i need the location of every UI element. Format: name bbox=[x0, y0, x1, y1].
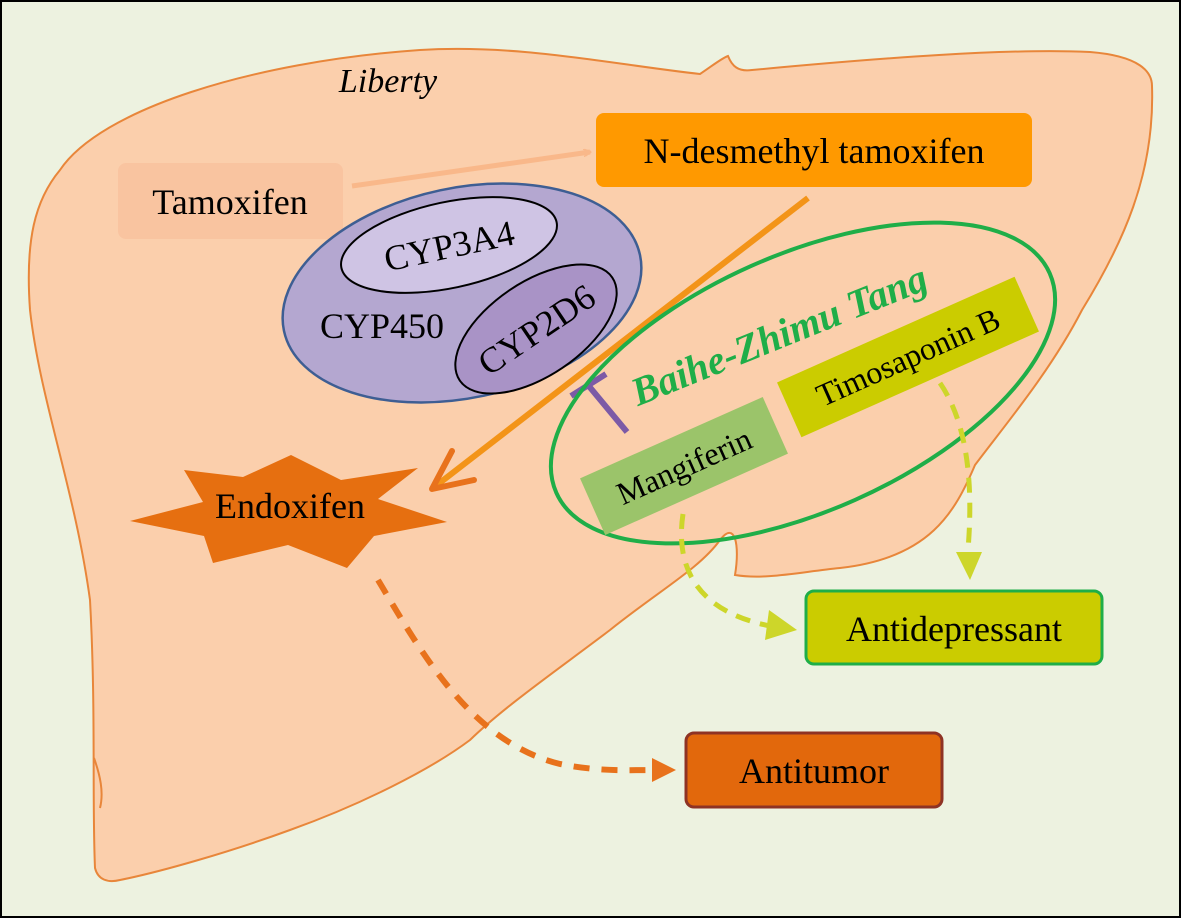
tamoxifen-label: Tamoxifen bbox=[152, 182, 307, 222]
antidepressant-label: Antidepressant bbox=[846, 609, 1062, 649]
liver-lobe-line bbox=[93, 757, 103, 809]
arrow-tamoxifen-to-n-desmethyl bbox=[351, 152, 590, 189]
antitumor-node: Antitumor bbox=[684, 731, 944, 809]
arrow-endoxifen-to-antitumor bbox=[375, 578, 676, 782]
cyp2d6-ellipse bbox=[454, 263, 618, 395]
endoxifen-label: Endoxifen bbox=[215, 486, 365, 526]
arrow-mangiferin-to-antidepressant bbox=[678, 513, 797, 640]
baihe-zhimu-tang-ellipse bbox=[548, 220, 1058, 546]
n-desmethyl-tamoxifen-node: N-desmethyl tamoxifen bbox=[596, 113, 1032, 187]
antitumor-label: Antitumor bbox=[739, 751, 889, 791]
cyp450-label: CYP450 bbox=[320, 306, 444, 346]
endoxifen-star bbox=[130, 455, 447, 568]
endoxifen-node: Endoxifen bbox=[130, 455, 447, 568]
arrow-timosaponin-to-antidepressant bbox=[937, 381, 982, 580]
n-desmethyl-tamoxifen-label: N-desmethyl tamoxifen bbox=[644, 131, 985, 171]
antidepressant-node: Antidepressant bbox=[804, 589, 1104, 666]
arrow-n-desmethyl-to-endoxifen bbox=[429, 195, 810, 492]
cyp3a4-ellipse bbox=[340, 196, 558, 294]
liver-label: Liberty bbox=[338, 63, 438, 100]
cyp450-enzyme-group: CYP3A4 CYP2D6 CYP450 bbox=[281, 182, 643, 404]
tamoxifen-node: Tamoxifen bbox=[118, 163, 343, 239]
